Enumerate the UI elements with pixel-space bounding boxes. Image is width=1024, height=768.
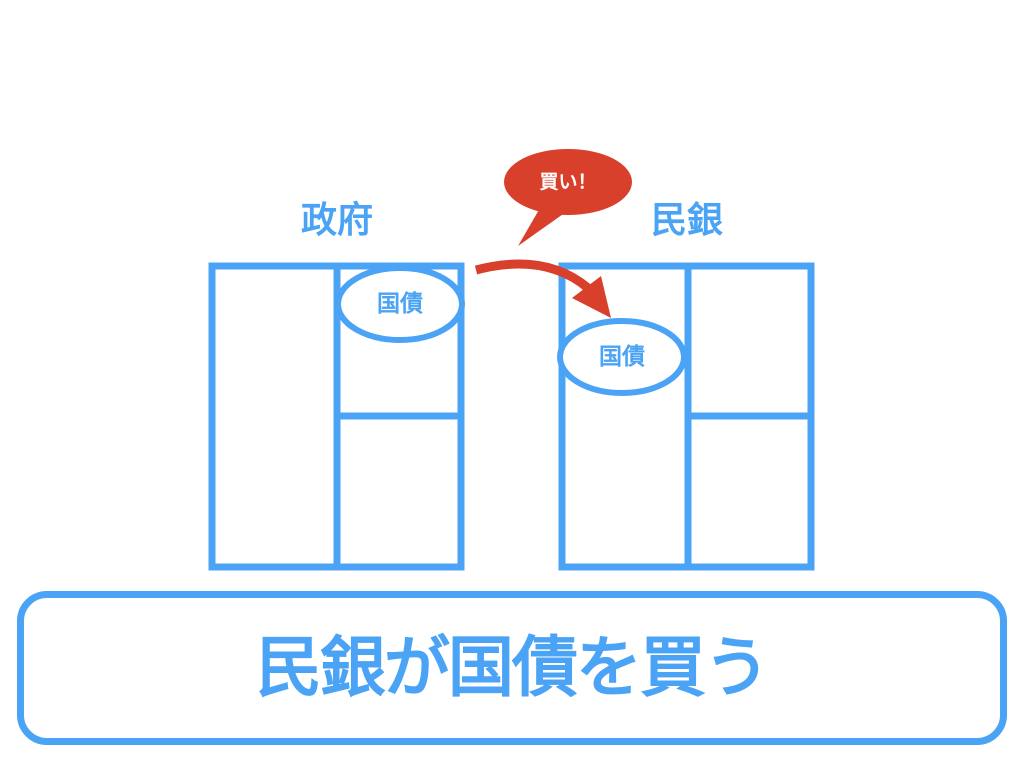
speech-bubble-text: 買い！ bbox=[539, 171, 597, 193]
private-bank-bond-ellipse bbox=[557, 318, 687, 396]
government-title: 政府 bbox=[300, 200, 373, 241]
curved-arrow-icon bbox=[474, 259, 611, 318]
speech-bubble-icon bbox=[504, 149, 632, 246]
caption-box: 民銀が国債を買う bbox=[17, 591, 1007, 745]
government-balance-sheet bbox=[208, 262, 465, 571]
private-bank-balance-sheet bbox=[557, 262, 815, 571]
government-bond-ellipse bbox=[335, 265, 465, 343]
private-bank-bond-label: 国債 bbox=[599, 344, 645, 370]
caption-text: 民銀が国債を買う bbox=[256, 629, 770, 706]
government-bond-label: 国債 bbox=[377, 291, 423, 317]
private-bank-title: 民銀 bbox=[650, 200, 723, 241]
